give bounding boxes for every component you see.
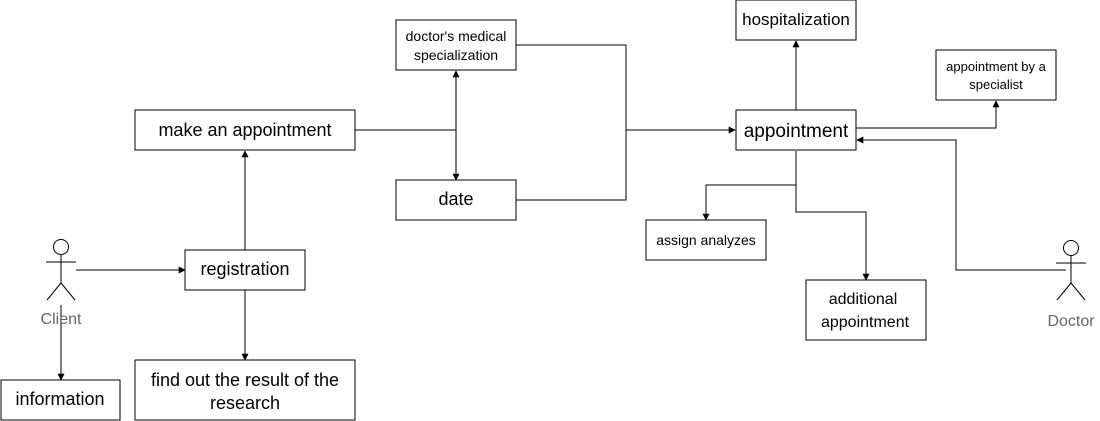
specialization-label-line2: specialization [414, 47, 498, 63]
appointment-specialist-label-line2: specialist [969, 77, 1023, 92]
find-out-label-line2: research [210, 393, 280, 413]
node-additional-appointment-box [805, 279, 927, 341]
appointment-label: appointment [744, 121, 849, 142]
edges [57, 40, 1066, 381]
edge-appointment-specialist [856, 100, 1000, 129]
specialization-label-line1: doctor's medical [406, 28, 507, 44]
doctor-actor [1056, 240, 1086, 301]
node-registration-box [184, 249, 306, 291]
hospitalization-label: hospitalization [742, 10, 850, 29]
client-actor-body [46, 255, 76, 301]
node-hospitalization-box [735, 0, 857, 41]
edge-appointment-assign-analyzes [702, 151, 797, 221]
appointment-specialist-label-line1: appointment by a [946, 59, 1047, 74]
node-assign-analyzes-box [645, 219, 767, 261]
edge-specialization-appointment [516, 44, 736, 134]
additional-appointment-label-line2: appointment [821, 314, 910, 331]
node-make-appointment-box [134, 109, 356, 151]
node-date-box [395, 179, 517, 221]
node-appointment-box [735, 109, 857, 151]
node-appointment-specialist-box [935, 49, 1057, 101]
client-actor [46, 239, 76, 301]
edge-date-merge [516, 130, 627, 201]
edge-doctor-appointment [856, 136, 1066, 271]
date-label: date [438, 189, 473, 209]
assign-analyzes-label: assign analyzes [656, 232, 756, 248]
registration-label: registration [200, 259, 289, 279]
make-appointment-label: make an appointment [158, 120, 331, 140]
doctor-actor-label: Doctor [1047, 313, 1095, 330]
node-specialization-box [395, 19, 517, 71]
additional-appointment-label-line1: additional [829, 291, 898, 308]
doctor-actor-head [1063, 240, 1079, 256]
client-actor-head [53, 239, 69, 255]
edge-appointment-additional [795, 185, 870, 281]
node-find-out-box [134, 359, 356, 421]
doctor-actor-body [1056, 256, 1086, 301]
find-out-label-line1: find out the result of the [151, 370, 339, 390]
information-label: information [15, 389, 104, 409]
node-information-box [0, 379, 121, 421]
client-actor-label: Client [41, 311, 82, 328]
